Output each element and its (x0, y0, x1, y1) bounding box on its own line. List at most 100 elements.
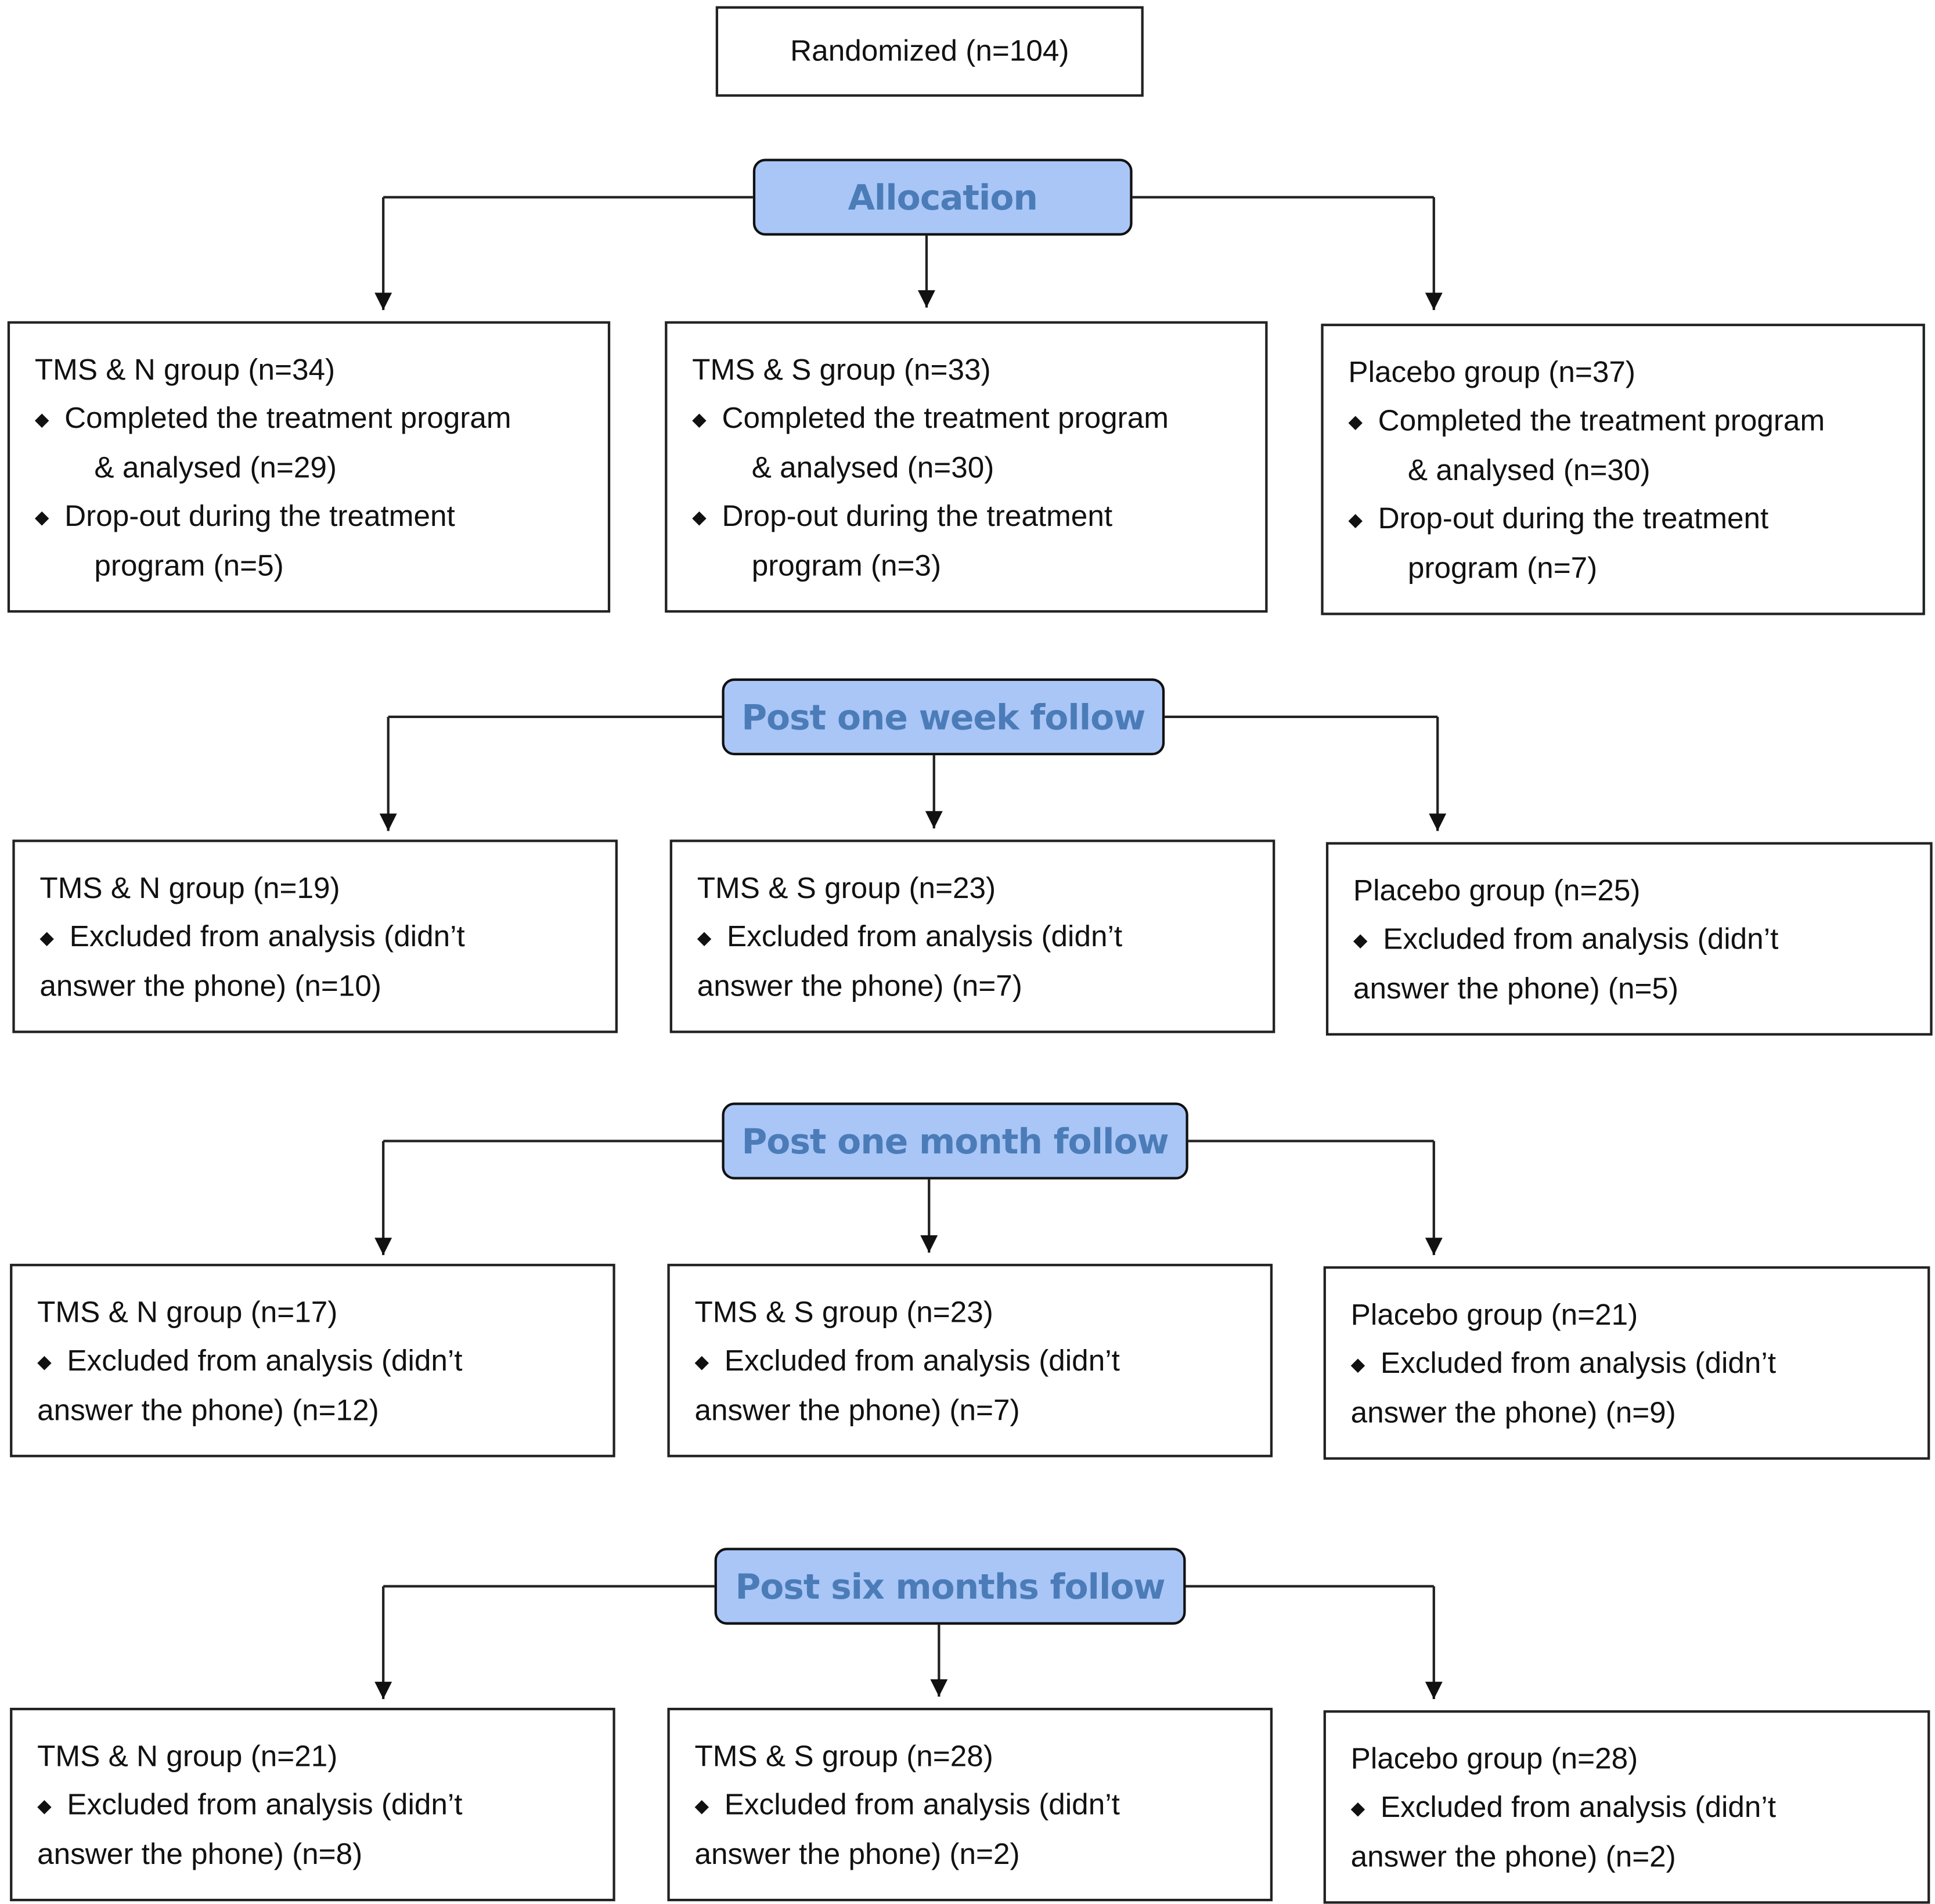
bullet-text: answer the phone) (n=8) (37, 1838, 363, 1871)
bullet-text: Excluded from analysis (didn’t (67, 1344, 463, 1378)
bullet-text: answer the phone) (n=10) (39, 969, 382, 1004)
group-title: TMS & S group (n=33) (692, 353, 991, 387)
group-box: TMS & S group (n=23) ◆Excluded from analy… (667, 1264, 1273, 1458)
stage-label-3: Post one month follow (722, 1102, 1188, 1180)
bullet-line: program (n=7) (1348, 544, 1922, 593)
bullet-line: ◆ Excluded from analysis (didn’t (37, 1337, 612, 1386)
bullet-line: ◆Excluded from analysis (didn’t (1353, 915, 1930, 965)
bullet-text: Completed the treatment program (722, 402, 1169, 435)
bullet-line: answer the phone) (n=10) (39, 962, 615, 1011)
group-title: TMS & N group (n=17) (37, 1296, 338, 1330)
bullet-text: Excluded from analysis (didn’t (69, 920, 465, 954)
bullet-text: answer the phone) (n=2) (1350, 1840, 1676, 1874)
bullet-text: & analysed (n=29) (94, 451, 337, 485)
diamond-bullet-icon: ◆ (34, 409, 49, 431)
diamond-bullet-icon: ◆ (37, 1795, 52, 1817)
bullet-text: program (n=5) (94, 549, 284, 583)
bullet-text: program (n=3) (751, 549, 942, 583)
bullet-text: answer the phone) (n=9) (1350, 1396, 1676, 1430)
bullet-line: answer the phone) (n=2) (1351, 1833, 1927, 1881)
bullet-line: ◆ Drop-out during the treatment (35, 492, 608, 542)
diamond-bullet-icon: ◆ (34, 507, 49, 529)
bullet-line: ◆Completed the treatment program (1348, 397, 1922, 446)
bullet-text: program (n=7) (1407, 551, 1598, 586)
bullet-text: Excluded from analysis (didn’t (724, 1788, 1120, 1822)
stage-label-2: Post one week follow (722, 678, 1165, 756)
group-title: TMS & S group (n=23) (697, 871, 996, 906)
bullet-line: ◆ Excluded from analysis (didn’t (1351, 1783, 1927, 1833)
group-box: TMS & N group (n=21) ◆ Excluded from analy… (10, 1707, 615, 1902)
arrowhead-icon (1429, 813, 1447, 831)
group-title: TMS & S group (n=28) (694, 1740, 993, 1774)
group-title: TMS & S group (n=23) (694, 1296, 993, 1330)
bullet-text: answer the phone) (n=7) (697, 969, 1022, 1004)
arrowhead-icon (374, 1682, 392, 1700)
group-box: Placebo group (n=37)◆Completed the treat… (1321, 323, 1925, 615)
bullet-text: answer the phone) (n=2) (694, 1838, 1020, 1871)
diamond-bullet-icon: ◆ (697, 928, 712, 949)
bullet-text: Drop-out during the treatment (722, 500, 1113, 533)
bullet-text: Drop-out during the treatment (64, 500, 455, 533)
bullet-line: ◆ Completed the treatment program (692, 394, 1265, 443)
bullet-text: Completed the treatment program (1378, 404, 1825, 438)
bullet-line: ◆ Excluded from analysis (didn’t (39, 913, 615, 962)
bullet-line: answer the phone) (n=12) (37, 1387, 612, 1435)
group-title: TMS & N group (n=21) (37, 1740, 338, 1774)
bullet-line: & analysed (n=30) (692, 444, 1265, 492)
bullet-text: answer the phone) (n=12) (37, 1394, 379, 1428)
bullet-line: & analysed (n=30) (1348, 446, 1922, 495)
stage-label-1: Allocation (752, 158, 1133, 236)
bullet-line: answer the phone) (n=7) (697, 962, 1273, 1011)
group-title: Placebo group (n=25) (1353, 874, 1641, 908)
diamond-bullet-icon: ◆ (1350, 1798, 1365, 1820)
arrowhead-icon (379, 813, 397, 831)
bullet-text: & analysed (n=30) (1407, 453, 1651, 488)
bullet-line: ◆Drop-out during the treatment (1348, 495, 1922, 544)
bullet-text: Excluded from analysis (didn’t (67, 1788, 463, 1822)
stage-label-4: Post six months follow (714, 1548, 1186, 1625)
diamond-bullet-icon: ◆ (1348, 510, 1363, 531)
diamond-bullet-icon: ◆ (692, 507, 707, 529)
diamond-bullet-icon: ◆ (692, 409, 707, 431)
bullet-line: & analysed (n=29) (35, 444, 608, 492)
arrowhead-icon (374, 293, 392, 311)
group-title: Placebo group (n=21) (1350, 1298, 1638, 1332)
group-title: TMS & N group (n=34) (34, 353, 336, 387)
bullet-line: answer the phone) (n=8) (37, 1830, 612, 1878)
arrowhead-icon (918, 290, 935, 308)
diamond-bullet-icon: ◆ (37, 1351, 52, 1373)
group-box: Placebo group (n=25) ◆Excluded from analy… (1325, 842, 1933, 1036)
diamond-bullet-icon: ◆ (694, 1351, 709, 1373)
bullet-line: ◆ Excluded from analysis (didn’t (697, 913, 1273, 962)
arrowhead-icon (1425, 293, 1443, 311)
bullet-line: answer the phone) (n=5) (1353, 965, 1930, 1013)
bullet-text: Excluded from analysis (didn’t (1383, 922, 1779, 957)
group-box: Placebo group (n=28)◆Excluded from analy… (1323, 1710, 1930, 1904)
group-box: TMS & S group (n=23) ◆ Excluded from analy… (669, 839, 1275, 1033)
bullet-text: Excluded from analysis (didn’t (726, 920, 1123, 954)
bullet-line: ◆Excluded from analysis (didn’t (694, 1781, 1270, 1830)
group-box: TMS & N group (n=34) ◆ Completed the treat… (7, 321, 611, 613)
diamond-bullet-icon: ◆ (39, 928, 55, 949)
group-box: TMS & N group (n=19)◆Excluded from analy… (12, 839, 618, 1033)
bullet-line: ◆Excluded from analysis (didn’t (694, 1337, 1270, 1386)
group-box: TMS & S group (n=28) ◆Excluded from analy… (667, 1707, 1273, 1902)
bullet-line: ◆ Excluded from analysis (didn’t (37, 1781, 612, 1830)
bullet-line: answer the phone) (n=7) (694, 1387, 1270, 1435)
bullet-text: answer the phone) (n=7) (694, 1394, 1020, 1428)
arrowhead-icon (1425, 1682, 1443, 1700)
arrowhead-icon (1425, 1238, 1443, 1256)
group-box: TMS & N group (n=17) ◆ Excluded from analy… (10, 1264, 615, 1458)
bullet-text: Completed the treatment program (64, 402, 511, 435)
bullet-line: ◆Excluded from analysis (didn’t (1351, 1339, 1927, 1389)
bullet-line: program (n=5) (35, 542, 608, 590)
bullet-text: Excluded from analysis (didn’t (1380, 1791, 1777, 1824)
bullet-line: ◆ Drop-out during the treatment (692, 492, 1265, 542)
group-title: Placebo group (n=37) (1348, 356, 1635, 390)
group-box: Placebo group (n=21) ◆Excluded from analy… (1323, 1266, 1930, 1460)
randomized-box: Randomized (n=104) (715, 6, 1144, 97)
diamond-bullet-icon: ◆ (1350, 1354, 1365, 1376)
arrowhead-icon (930, 1679, 948, 1697)
